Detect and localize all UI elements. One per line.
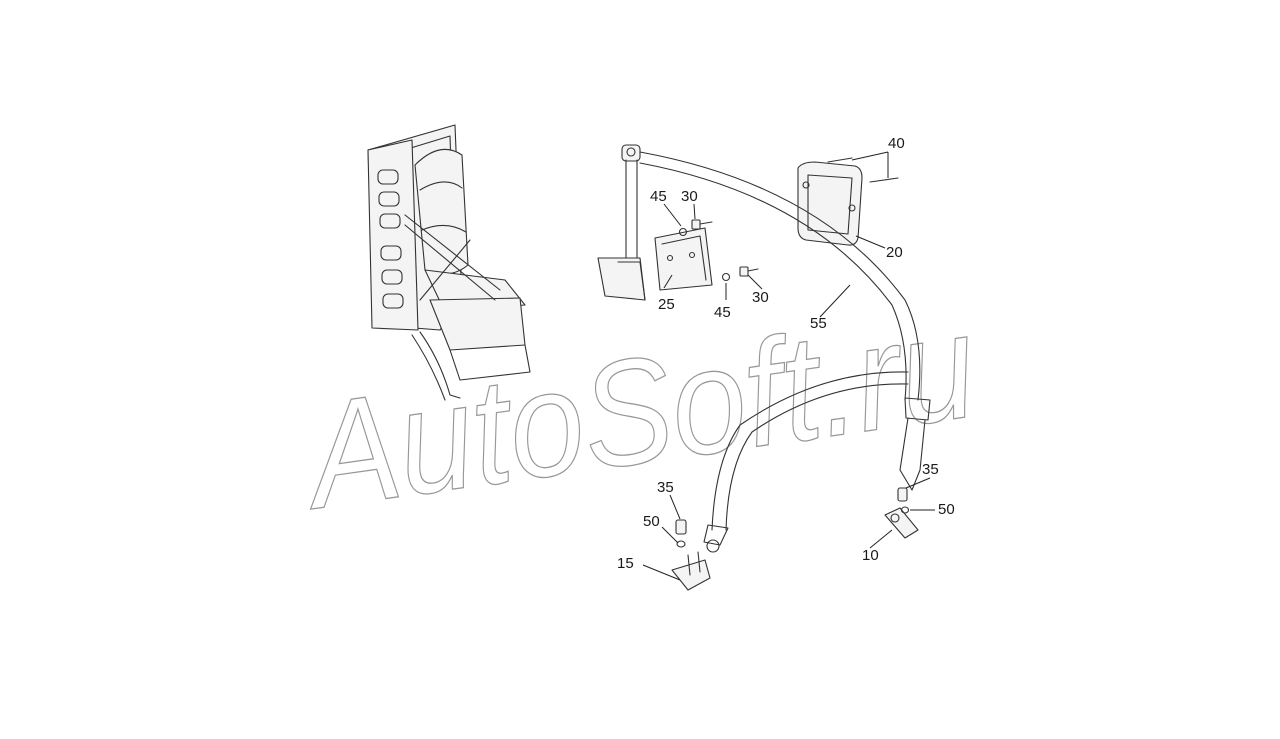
bolt-washer-lower [721,266,759,282]
seat-belt-webbing-55 [639,151,931,553]
seat-assembly [367,124,531,401]
callout-30-upper: 30 [681,188,698,205]
callout-20: 20 [886,244,903,261]
callout-45-upper: 45 [650,188,667,205]
leader-lines [642,151,935,581]
callout-labels: 40 20 45 30 25 45 30 55 35 50 15 35 50 1… [617,135,955,572]
callout-40: 40 [888,135,905,152]
callout-35-left: 35 [657,479,674,496]
callout-15: 15 [617,555,634,572]
callout-30-lower: 30 [752,289,769,306]
callout-25: 25 [658,296,675,313]
bracket-25 [654,227,713,291]
callout-45-lower: 45 [714,304,731,321]
callout-35-right: 35 [922,461,939,478]
bolt-washer-upper [678,219,713,237]
callout-10: 10 [862,547,879,564]
callout-50-right: 50 [938,501,955,518]
callout-50-left: 50 [643,513,660,530]
belt-retractor [597,144,646,301]
anchor-bracket-15 [671,519,711,591]
cover-plate-20 [797,157,899,246]
anchor-bracket-10 [884,487,919,539]
callout-55: 55 [810,315,827,332]
